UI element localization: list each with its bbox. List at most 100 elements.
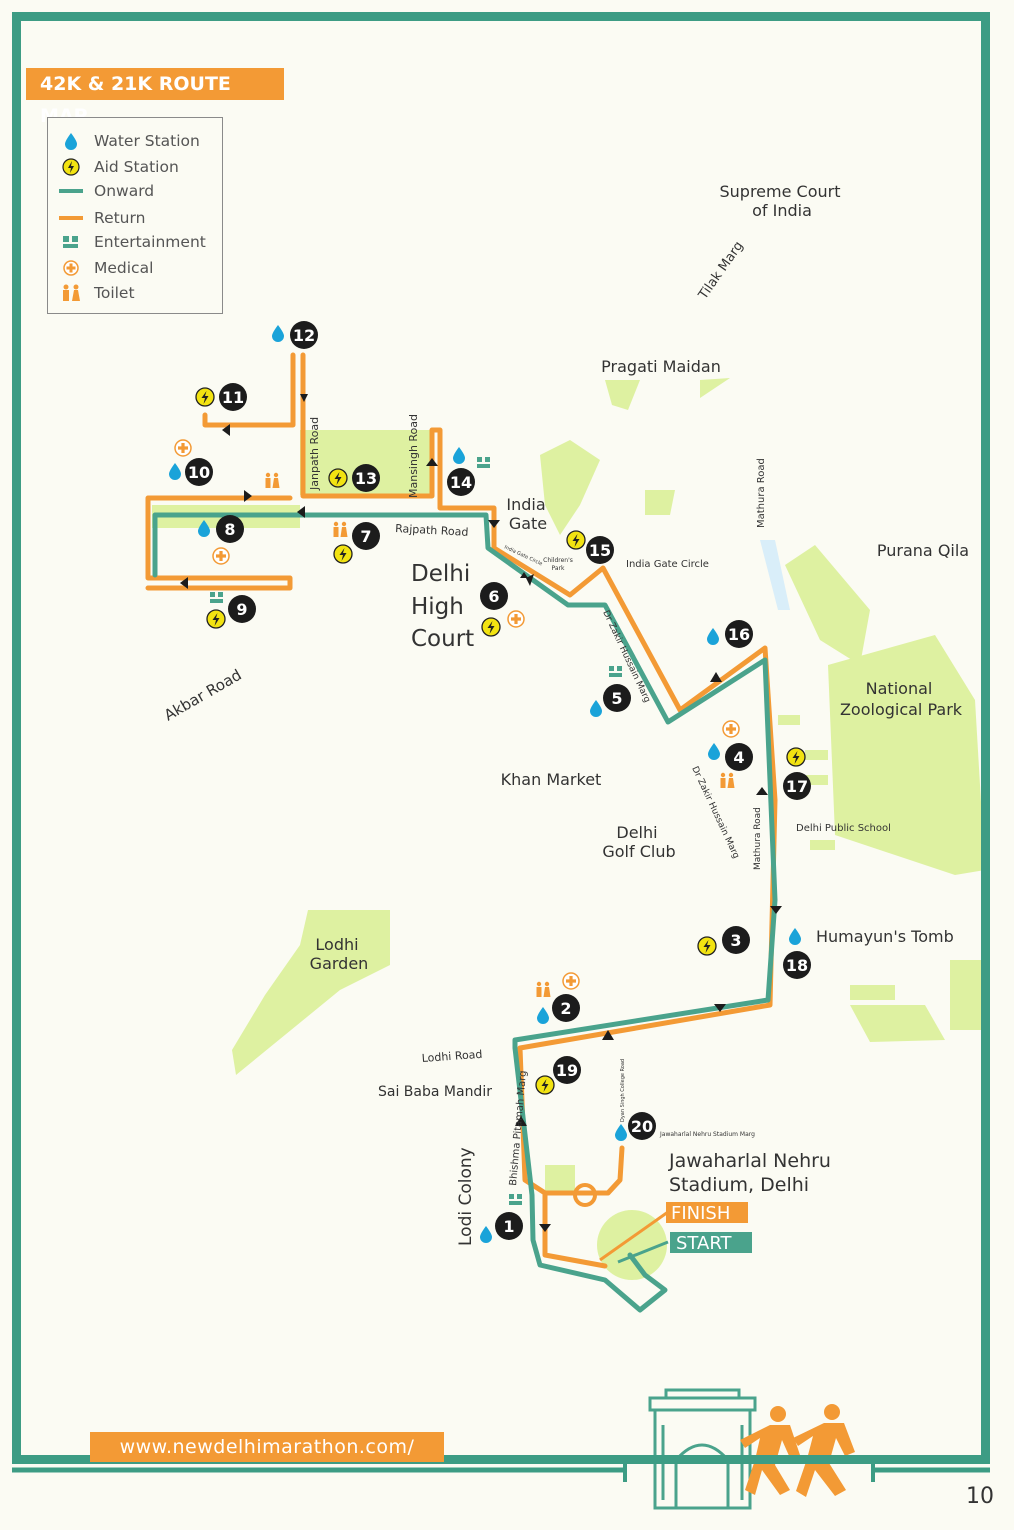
toilet-icon (536, 981, 551, 997)
park-zoo-strip-2 (805, 750, 828, 760)
km-marker-label: 15 (589, 541, 611, 560)
water-drop-icon (58, 132, 84, 150)
km-marker-1: 1 (495, 1212, 523, 1240)
legend-item-aid: Aid Station (58, 156, 179, 178)
label-delhi-golf-club-1: Delhi (616, 823, 657, 842)
onward-route (152, 512, 778, 1313)
finish-flag (666, 1202, 748, 1223)
legend-item-onward: Onward (58, 180, 154, 202)
km-marker-label: 17 (786, 777, 808, 796)
entertainment-icon (609, 666, 622, 677)
entertainment-icon (509, 1194, 522, 1205)
km-marker-3: 3 (722, 926, 750, 954)
km-marker-6: 6 (480, 582, 508, 610)
lightning-bolt-icon (206, 609, 226, 629)
label-delhi-high-court-2: High (411, 594, 464, 620)
park-zoo-strip-3 (805, 775, 828, 785)
return-line-icon (58, 209, 84, 227)
arrow-5 (180, 577, 188, 589)
water-drop-icon (453, 447, 465, 464)
label-childrens-park-2: Park (552, 565, 565, 572)
label-jln-stadium-marg: Jawaharlal Nehru Stadium Marg (659, 1131, 755, 1138)
medical-cross-icon (562, 972, 580, 990)
entertainment-icon (210, 592, 223, 603)
legend-label-onward: Onward (94, 182, 155, 200)
label-khan-market: Khan Market (501, 770, 602, 789)
km-marker-8: 8 (216, 515, 244, 543)
page-frame (12, 12, 990, 1464)
km-marker-circle (216, 515, 244, 543)
km-marker-circle (495, 1212, 523, 1240)
park-areas (152, 378, 988, 1280)
legend-item-water: Water Station (58, 130, 200, 152)
km-marker-circle (290, 321, 318, 349)
label-india-gate-1: India (506, 495, 545, 514)
water-drop-icon (615, 1124, 627, 1141)
entertainment-icon (477, 457, 490, 468)
label-national-zoo-1: National (866, 679, 933, 698)
label-india-gate-circle: India Gate Circle (626, 559, 709, 570)
km-marker-4: 4 (725, 743, 753, 771)
km-marker-label: 3 (730, 931, 741, 950)
park-india-gate (540, 440, 600, 535)
km-marker-label: 14 (450, 473, 472, 492)
km-marker-5: 5 (603, 684, 631, 712)
label-delhi-golf-club-2: Golf Club (602, 842, 675, 861)
km-marker-circle (228, 595, 256, 623)
km-marker-circle (352, 522, 380, 550)
label-lodhi-garden-1: Lodhi (315, 935, 358, 954)
km-marker-label: 11 (222, 388, 244, 407)
arrow-1 (300, 394, 308, 402)
label-purana-qila: Purana Qila (877, 541, 969, 560)
km-marker-circle (628, 1112, 656, 1140)
km-marker-label: 1 (503, 1217, 514, 1236)
toilet-icon (265, 472, 280, 488)
legend-label-aid: Aid Station (94, 158, 179, 176)
water-drop-icon (480, 1226, 492, 1243)
park-humayun-2 (850, 1005, 945, 1042)
page-number: 10 (966, 1484, 994, 1509)
return-route (145, 352, 778, 1269)
water-drop-icon (169, 463, 181, 480)
km-marker-11: 11 (219, 383, 247, 411)
label-delhi-high-court-3: Court (411, 626, 474, 652)
km-marker-14: 14 (447, 468, 475, 496)
website-link[interactable]: www.newdelhimarathon.com/ (90, 1432, 444, 1462)
km-marker-label: 2 (560, 999, 571, 1018)
arrow-7 (488, 520, 500, 528)
legend-label-toilet: Toilet (94, 284, 135, 302)
medical-cross-icon (722, 720, 740, 738)
medical-cross-icon (212, 547, 230, 565)
km-marker-9: 9 (228, 595, 256, 623)
park-stadium-bits (545, 1165, 575, 1195)
label-mathura-road-mid: Mathura Road (753, 807, 763, 870)
km-marker-12: 12 (290, 321, 318, 349)
km-marker-label: 20 (631, 1117, 653, 1136)
km-marker-circle (586, 536, 614, 564)
km-marker-label: 9 (236, 600, 247, 619)
medical-cross-icon (58, 259, 84, 277)
lightning-bolt-icon (195, 387, 215, 407)
km-marker-circle (725, 743, 753, 771)
km-marker-label: 6 (488, 587, 499, 606)
legend-item-medical: Medical (58, 257, 153, 279)
arrow-3 (244, 490, 252, 502)
arrow-13 (602, 1030, 614, 1040)
label-jln-stadium-2: Stadium, Delhi (669, 1174, 809, 1196)
lightning-bolt-icon (328, 468, 348, 488)
arrow-9 (710, 672, 722, 682)
park-stadium-circle (597, 1210, 667, 1280)
park-block-small (645, 490, 675, 515)
onward-path-main (152, 512, 778, 1313)
lightning-bolt-icon (697, 936, 717, 956)
return-path-west (145, 495, 293, 591)
km-marker-label: 5 (611, 689, 622, 708)
km-marker-10: 10 (185, 458, 213, 486)
km-marker-label: 19 (556, 1061, 578, 1080)
km-marker-18: 18 (783, 951, 811, 979)
return-path-finish (542, 1192, 608, 1269)
lightning-bolt-icon (481, 617, 501, 637)
park-purana-qila (785, 545, 870, 665)
